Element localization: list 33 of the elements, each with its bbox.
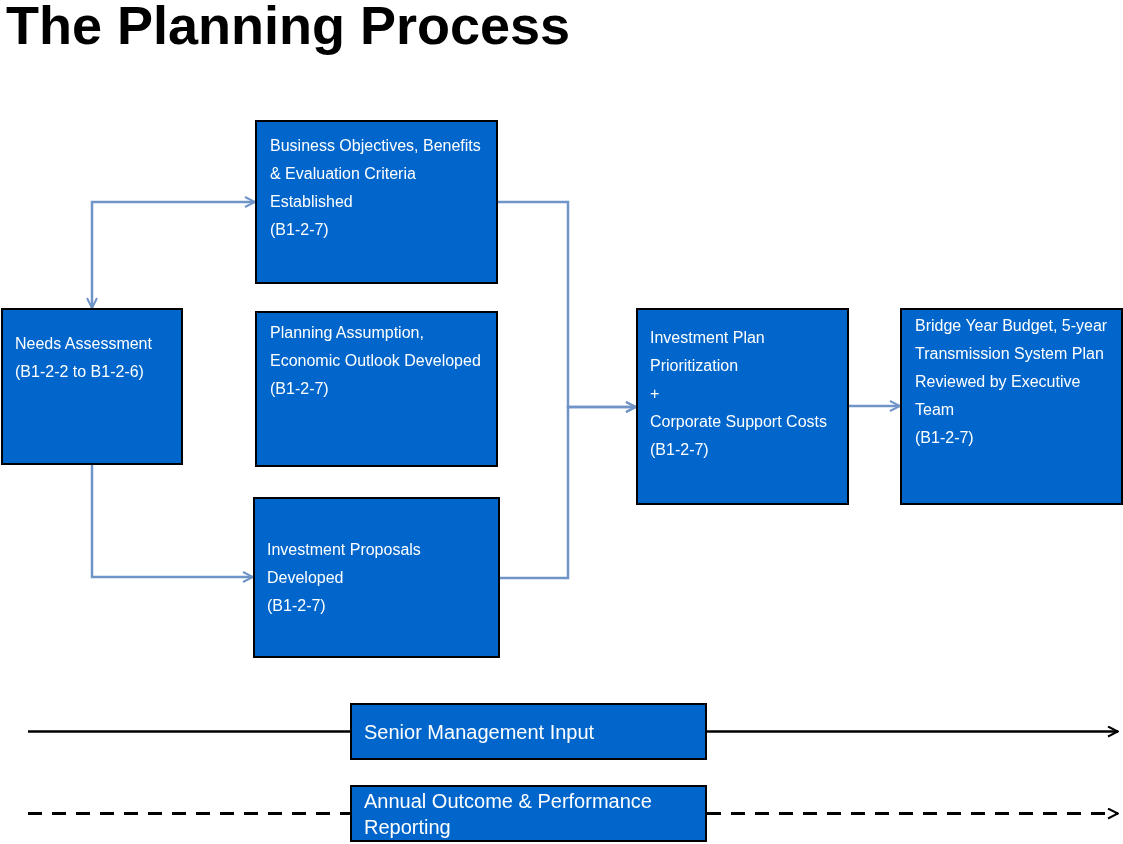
arrow	[90, 465, 254, 583]
arrow	[500, 401, 637, 580]
title: The Planning Process	[6, 0, 571, 56]
arrow	[707, 725, 1119, 738]
box-text: Corporate Support Costs	[650, 412, 828, 432]
process-box	[350, 703, 707, 760]
box-text: (B1-2-7)	[915, 428, 975, 448]
box-text: (B1-2-7)	[270, 379, 330, 399]
process-box	[255, 120, 498, 284]
box-text: +	[650, 384, 661, 404]
arrow	[849, 400, 901, 412]
arrow	[86, 196, 256, 309]
connector-line	[28, 730, 350, 733]
box-text: (B1-2-2 to B1-2-6)	[15, 362, 145, 382]
box-text: (B1-2-7)	[650, 440, 710, 460]
box-text: Planning Assumption, Economic Outlook Developed	[270, 323, 482, 371]
process-box	[255, 311, 498, 467]
process-box	[636, 308, 849, 505]
box-text: Needs Assessment	[15, 334, 153, 354]
box-text: Business Objectives, Benefits & Evaluation Criteria Established	[270, 136, 482, 212]
box-text: Annual Outcome & Performance Reporting	[364, 788, 653, 840]
box-text: Senior Management Input	[364, 719, 596, 745]
box-text: Investment Proposals Developed	[267, 539, 422, 588]
process-box	[1, 308, 183, 465]
process-box	[253, 497, 500, 658]
box-text: Bridge Year Budget, 5-year Transmission System Plan Reviewed by Executive Team	[915, 316, 1109, 420]
connector-line	[28, 812, 350, 815]
box-text: Investment Plan Prioritization	[650, 328, 766, 376]
box-text: (B1-2-7)	[270, 220, 330, 240]
box-text: (B1-2-7)	[267, 595, 327, 616]
process-box	[900, 308, 1123, 505]
process-box	[350, 785, 707, 842]
arrow	[707, 807, 1119, 820]
